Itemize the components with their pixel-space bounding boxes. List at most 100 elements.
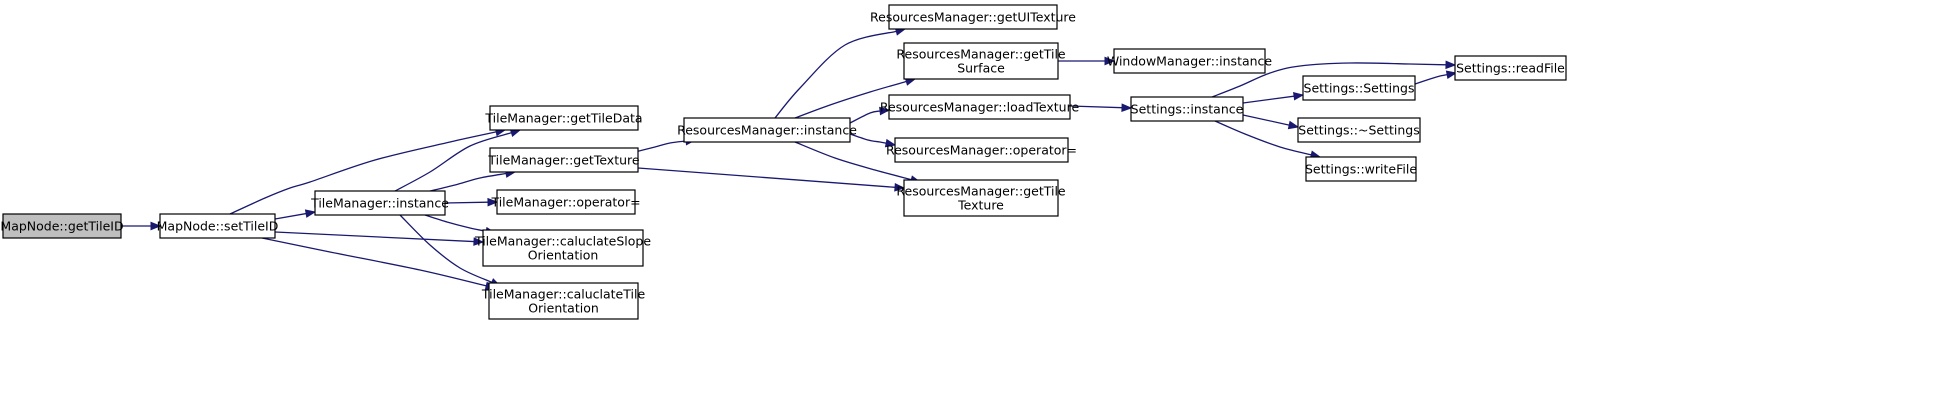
arrowhead <box>1104 56 1116 66</box>
arrowhead <box>884 138 897 148</box>
edge-n2-n4 <box>429 169 517 192</box>
edge-line <box>274 231 475 243</box>
node-tilemanager-operator[interactable]: TileManager::operator= <box>490 189 641 215</box>
node-mapnode-gettileid[interactable]: MapNode::getTileID <box>0 213 124 239</box>
arrowhead <box>487 197 499 207</box>
node-label: TileManager::caluclateTile <box>481 287 646 302</box>
edge-n4-n13 <box>637 167 906 192</box>
node-box[interactable] <box>159 213 276 239</box>
edge-n8-n12 <box>849 133 897 148</box>
node-label: Texture <box>957 198 1004 213</box>
node-box[interactable] <box>1113 48 1266 74</box>
edge-line <box>1414 74 1448 85</box>
node-tilemanager-gettiledata[interactable]: TileManager::getTileData <box>484 105 643 131</box>
node-label: MapNode::getTileID <box>0 219 123 234</box>
edge-n17-n16 <box>1414 70 1458 85</box>
node-box[interactable] <box>888 4 1058 30</box>
edge-line <box>1242 114 1290 126</box>
edge-line <box>394 132 512 192</box>
edge-line <box>849 110 882 124</box>
edge-n1-n7 <box>261 237 497 291</box>
node-box[interactable] <box>489 147 639 173</box>
node-settings-instance[interactable]: Settings::instance <box>1130 96 1244 122</box>
node-label: Orientation <box>528 301 599 316</box>
node-box[interactable] <box>888 94 1071 120</box>
node-label: TileManager::caluclateSlope <box>474 234 651 249</box>
arrowhead <box>1287 120 1300 130</box>
edge-line <box>444 201 489 204</box>
node-box[interactable] <box>2 213 122 239</box>
node-label: TileManager::instance <box>310 196 449 211</box>
node-mapnode-settileid[interactable]: MapNode::setTileID <box>157 213 279 239</box>
node-settings-settings[interactable]: Settings::~Settings <box>1297 117 1421 143</box>
node-box[interactable] <box>894 137 1069 163</box>
node-box[interactable] <box>1297 117 1421 143</box>
node-resourcesmanager-operator[interactable]: ResourcesManager::operator= <box>886 137 1077 163</box>
node-resourcesmanager-getuitexture[interactable]: ResourcesManager::getUITexture <box>870 4 1076 30</box>
node-label: Settings::readFile <box>1456 61 1565 76</box>
edge-line <box>1211 62 1447 98</box>
edge-n11-n15 <box>1069 103 1133 113</box>
edge-line <box>274 212 307 220</box>
edge-n2-n5 <box>444 197 499 207</box>
node-label: Settings::instance <box>1131 102 1244 117</box>
edges-layer <box>121 27 1458 291</box>
node-settings-writefile[interactable]: Settings::writeFile <box>1305 156 1417 182</box>
edge-n15-n17 <box>1242 91 1305 104</box>
edge-n0-n1 <box>121 221 162 231</box>
node-box[interactable] <box>903 42 1059 80</box>
node-box[interactable] <box>1305 156 1417 182</box>
node-box[interactable] <box>1302 75 1416 101</box>
node-label: Settings::~Settings <box>1298 123 1419 138</box>
node-label: MapNode::setTileID <box>157 219 279 234</box>
node-settings-settings[interactable]: Settings::Settings <box>1302 75 1416 101</box>
node-box[interactable] <box>1454 55 1567 81</box>
edge-n1-n6 <box>274 231 485 246</box>
node-label: Surface <box>957 61 1005 76</box>
arrowhead <box>894 182 906 192</box>
edge-line <box>429 172 507 192</box>
node-box[interactable] <box>489 105 639 131</box>
arrowhead <box>1121 103 1133 113</box>
node-settings-readfile[interactable]: Settings::readFile <box>1454 55 1567 81</box>
node-resourcesmanager-loadtexture[interactable]: ResourcesManager::loadTexture <box>880 94 1080 120</box>
edge-line <box>794 80 907 119</box>
node-label: Settings::Settings <box>1304 81 1415 96</box>
node-box[interactable] <box>488 282 639 320</box>
node-label: ResourcesManager::getUITexture <box>870 10 1076 25</box>
node-resourcesmanager-instance[interactable]: ResourcesManager::instance <box>677 117 857 143</box>
node-label: Settings::writeFile <box>1305 162 1417 177</box>
edge-line <box>774 30 897 119</box>
node-label: ResourcesManager::getTile <box>896 47 1066 62</box>
node-box[interactable] <box>683 117 851 143</box>
arrowhead <box>1445 70 1458 80</box>
node-label: ResourcesManager::loadTexture <box>880 100 1080 115</box>
edge-n10-n14 <box>1058 56 1116 66</box>
edge-line <box>229 131 497 215</box>
node-box[interactable] <box>903 179 1059 217</box>
node-label: TileManager::getTexture <box>487 153 639 168</box>
node-box[interactable] <box>496 189 636 215</box>
node-label: WindowManager::instance <box>1107 54 1273 69</box>
node-box[interactable] <box>1130 96 1244 122</box>
node-label: ResourcesManager::instance <box>677 123 857 138</box>
edge-line <box>424 214 487 232</box>
edge-n8-n11 <box>849 106 891 124</box>
arrowhead <box>473 237 485 246</box>
node-tilemanager-instance[interactable]: TileManager::instance <box>310 190 449 216</box>
node-tilemanager-gettexture[interactable]: TileManager::getTexture <box>487 147 640 173</box>
node-box[interactable] <box>314 190 446 216</box>
edge-line <box>1214 120 1312 156</box>
arrowhead <box>1293 91 1305 101</box>
node-box[interactable] <box>482 229 644 267</box>
arrowhead <box>1445 60 1457 70</box>
edge-line <box>637 167 896 188</box>
arrowhead <box>304 209 317 218</box>
node-windowmanager-instance[interactable]: WindowManager::instance <box>1107 48 1273 74</box>
